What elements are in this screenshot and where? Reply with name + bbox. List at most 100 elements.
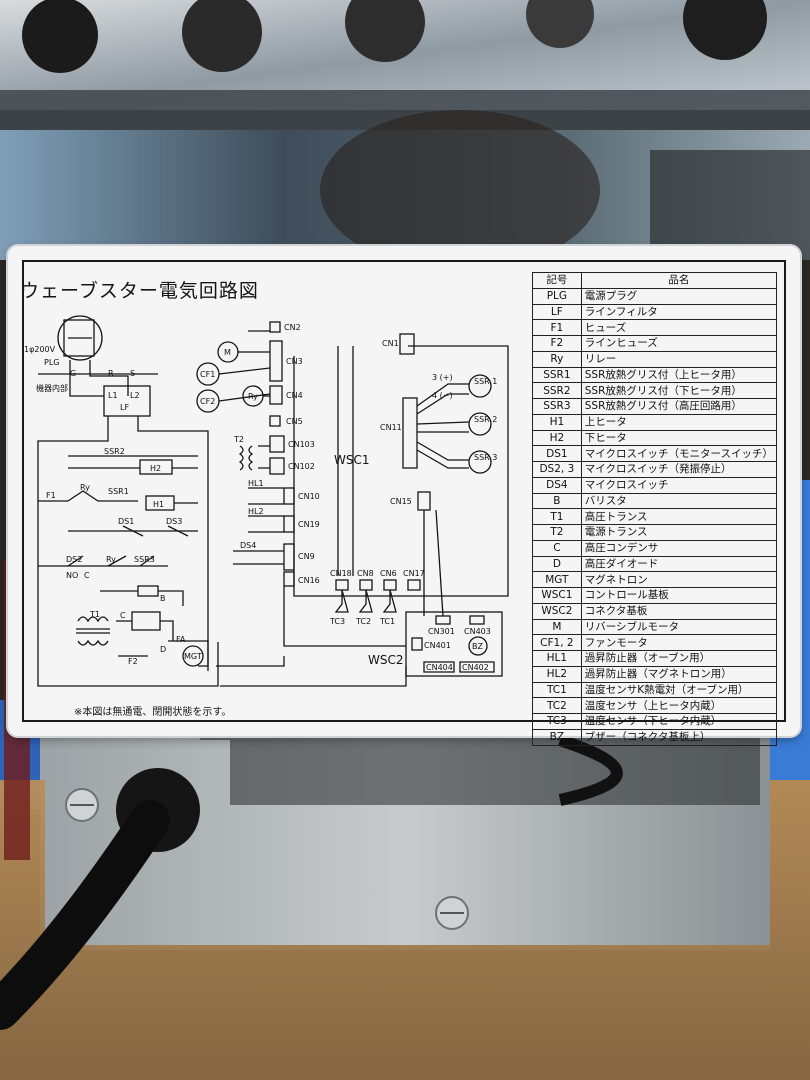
cn11-label: CN11	[380, 423, 402, 432]
wsc2-label: WSC2	[368, 653, 404, 667]
legend-part-name: 電源プラグ	[580, 287, 778, 305]
mgt-label: MGT	[184, 652, 202, 661]
cn103-connector	[269, 435, 285, 453]
legend-symbol: DS2, 3	[532, 461, 582, 478]
cn17-label: CN17	[403, 569, 425, 578]
vent-hole	[526, 0, 594, 48]
cn3-connector	[269, 340, 283, 382]
legend-part-name: ブザー（コネクタ基板上）	[580, 728, 778, 746]
f1-label: F1	[46, 491, 56, 500]
cn103-label: CN103	[288, 440, 315, 449]
legend-symbol: CF1, 2	[532, 634, 582, 651]
ssr1-right-label: SSR 1	[474, 377, 497, 386]
wsc1-board	[293, 345, 509, 597]
ssr3-symbol	[468, 450, 492, 474]
legend-part-name: マイクロスイッチ	[580, 476, 778, 494]
diagram-title: ウェーブスター電気回路図	[20, 280, 259, 302]
cn401-label: CN401	[424, 641, 451, 650]
cn9-label: CN9	[298, 552, 315, 561]
cn16-connector	[283, 571, 295, 587]
tc2-label: TC2	[355, 617, 371, 626]
h1-label: H1	[153, 500, 164, 509]
vent-hole	[22, 0, 98, 73]
legend-part-name: 過昇防止器（マグネトロン用）	[580, 665, 778, 683]
t1-label: T1	[89, 610, 100, 619]
cn15-label: CN15	[390, 497, 412, 506]
legend-symbol: F1	[532, 319, 582, 336]
tc3-label: TC3	[329, 617, 345, 626]
r-label: R	[108, 369, 114, 378]
cn11-connector	[402, 397, 418, 469]
legend-part-name: マグネトロン	[580, 571, 778, 588]
line-filter-box	[103, 385, 151, 417]
lf-label: LF	[120, 403, 129, 412]
legend-symbol: TC2	[532, 697, 582, 714]
legend-symbol: SSR3	[532, 398, 582, 415]
legend-part-name: コントロール基板	[580, 587, 778, 604]
legend-symbol: H1	[532, 413, 582, 431]
l2-label: L2	[130, 391, 140, 400]
cn4-connector	[269, 385, 283, 405]
legend-symbol: PLG	[532, 287, 582, 305]
legend-symbol: T2	[532, 524, 582, 541]
legend-symbol: DS1	[532, 445, 582, 462]
legend-header-row: 記号 品名	[532, 272, 778, 289]
ssr2-label: SSR2	[104, 447, 125, 456]
legend-symbol: Ry	[532, 350, 582, 368]
cn102-label: CN102	[288, 462, 315, 471]
ssr3-right-label: SSR 3	[474, 453, 497, 462]
cn15-connector	[417, 491, 431, 511]
legend-symbol: M	[532, 618, 582, 636]
s-label: S	[130, 369, 135, 378]
cn16-label: CN16	[298, 576, 320, 585]
legend-part-name: ラインヒューズ	[580, 335, 778, 352]
legend-part-name: 温度センサK熱電対（オーブン用）	[580, 681, 778, 699]
c-label: C	[120, 611, 126, 620]
legend-part-name: 過昇防止器（オーブン用）	[580, 650, 778, 667]
cn19-label: CN19	[298, 520, 320, 529]
cn8-label: CN8	[357, 569, 374, 578]
tc3-sensor	[334, 589, 349, 613]
ds1-label: DS1	[118, 517, 134, 526]
d-label: D	[160, 645, 166, 654]
cn102-connector	[269, 457, 285, 475]
cf2-label: CF2	[200, 397, 215, 406]
cn402-label: CN402	[462, 663, 489, 672]
magnetron-symbol	[182, 645, 204, 667]
cn2-connector	[269, 321, 281, 333]
cn3-label: CN3	[286, 357, 303, 366]
legend-symbol: WSC2	[532, 602, 582, 620]
legend-part-name: 下ヒータ	[580, 429, 778, 447]
cn5-label: CN5	[286, 417, 303, 426]
cn10-label: CN10	[298, 492, 320, 501]
cf1-label: CF1	[200, 370, 215, 379]
cn6-connector	[383, 579, 397, 591]
legend-symbol: HL2	[532, 665, 582, 683]
cn8-connector	[359, 579, 373, 591]
cn19-connector	[283, 515, 295, 533]
ssr2-right-label: SSR 2	[474, 415, 497, 424]
tc1-sensor	[382, 589, 397, 613]
cn404-label: CN404	[426, 663, 453, 672]
h2-label: H2	[150, 464, 161, 473]
legend-part-name: SSR放熱グリス付（高圧回路用）	[580, 398, 778, 415]
cn301-label: CN301	[428, 627, 455, 636]
f2-label: F2	[128, 657, 138, 666]
ds3-label: DS3	[166, 517, 182, 526]
ssr1-minus-label: 4 (−)	[432, 391, 453, 400]
cn403-connector	[469, 615, 485, 625]
legend-part-name: 上ヒータ	[580, 413, 778, 431]
